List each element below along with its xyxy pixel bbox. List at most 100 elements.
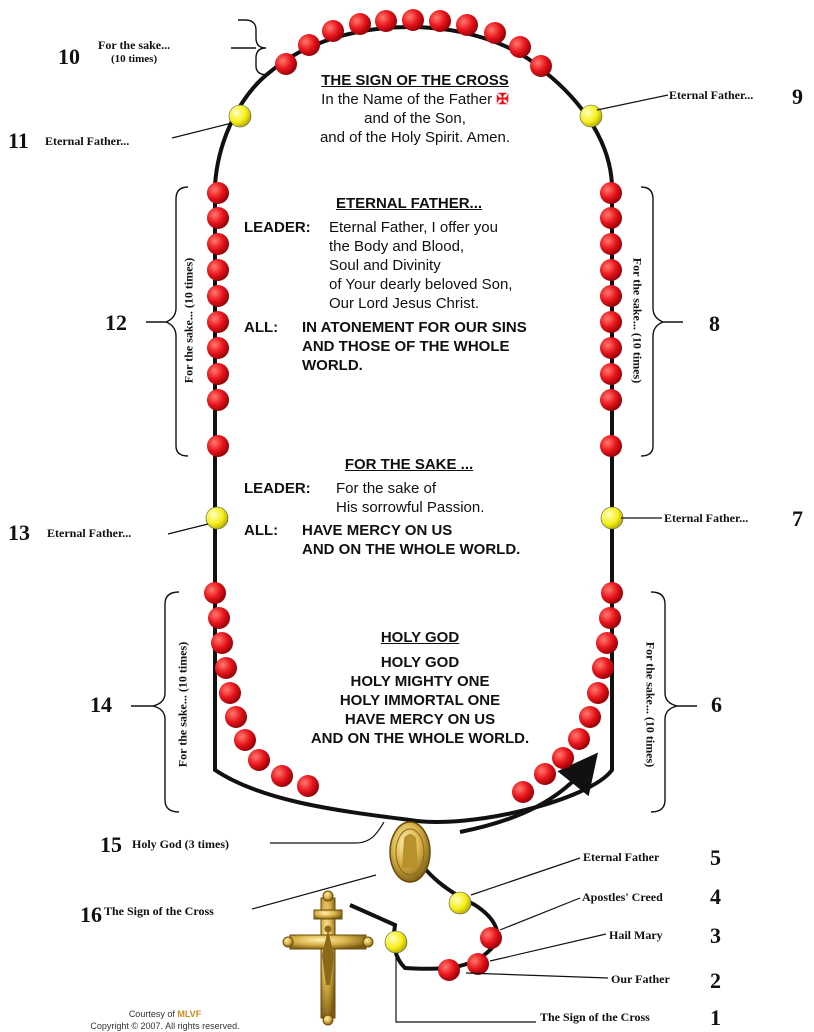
step-number-13: 13 [8,520,30,546]
red-bead [322,20,344,42]
red-bead [600,207,622,229]
red-bead [512,781,534,803]
prayer-line: HAVE MERCY ON US [270,710,570,729]
step-number-7: 7 [792,506,803,532]
brand-name: MLVF [177,1009,201,1019]
step-number-9: 9 [792,84,803,110]
prayer-line: and of the Son, [280,109,550,128]
red-bead [534,763,556,785]
red-bead [600,259,622,281]
step-number-15: 15 [100,832,122,858]
red-bead [587,682,609,704]
prayer-title: HOLY GOD [270,628,570,647]
red-bead [600,337,622,359]
prayer-title: FOR THE SAKE ... [244,455,574,474]
step-number-11: 11 [8,128,29,154]
prayer-line: AND ON THE WHOLE WORLD. [270,729,570,748]
red-bead [600,435,622,457]
red-bead [208,607,230,629]
red-bead [596,632,618,654]
red-bead [568,728,590,750]
red-bead [207,259,229,281]
red-bead [375,10,397,32]
cross-icon: ✠ [496,91,509,108]
yellow-bead [449,892,471,914]
label-eternal-father-5: Eternal Father [583,850,659,865]
prayer-holy-god: HOLY GOD HOLY GOD HOLY MIGHTY ONE HOLY I… [270,628,570,748]
prayer-for-the-sake: FOR THE SAKE ... LEADER: For the sake of… [244,455,574,559]
prayer-title: ETERNAL FATHER... [244,194,574,213]
prayer-line: IN ATONEMENT FOR OUR SINS [302,318,527,337]
prayer-line: Eternal Father, I offer you [329,218,512,237]
red-bead [592,657,614,679]
label-hail-mary-3: Hail Mary [609,928,663,943]
label-sign-cross-16: The Sign of the Cross [104,904,214,919]
yellow-bead [580,105,602,127]
miraculous-medal [390,822,430,882]
red-bead [207,363,229,385]
red-bead [456,14,478,36]
label-our-father-2: Our Father [611,972,670,987]
red-bead [509,36,531,58]
red-bead [207,337,229,359]
prayer-line: His sorrowful Passion. [336,498,484,517]
yellow-bead [206,507,228,529]
label-eternal-father-7: Eternal Father... [664,511,748,526]
label-for-sake-14: For the sake... (10 times) [176,630,191,780]
red-bead [599,607,621,629]
leader-label: LEADER: [244,479,336,517]
prayer-line: Soul and Divinity [329,256,512,275]
step-number-3: 3 [710,923,721,949]
step-number-12: 12 [105,310,127,336]
red-bead [600,363,622,385]
yellow-bead [601,507,623,529]
red-bead [271,765,293,787]
red-bead [600,311,622,333]
prayer-line: HAVE MERCY ON US [302,521,520,540]
red-bead [600,389,622,411]
label-eternal-father-9: Eternal Father... [669,88,753,103]
red-bead [219,682,241,704]
red-bead [298,34,320,56]
prayer-title: THE SIGN OF THE CROSS [280,71,550,90]
red-bead [207,207,229,229]
red-bead [211,632,233,654]
yellow-bead [229,105,251,127]
red-bead [402,9,424,31]
red-bead [207,311,229,333]
prayer-line: of Your dearly beloved Son, [329,275,512,294]
label-apostles-creed-4: Apostles' Creed [582,890,663,905]
step-number-10: 10 [58,44,80,70]
red-bead [579,706,601,728]
red-bead [207,389,229,411]
label-for-sake-8: For the sake... (10 times) [630,246,645,396]
red-bead [248,749,270,771]
red-bead [234,729,256,751]
red-bead [207,233,229,255]
prayer-line: WORLD. [302,356,527,375]
red-bead [349,13,371,35]
red-bead [207,182,229,204]
red-bead [438,959,460,981]
red-bead [215,657,237,679]
bead-group-left-upper [207,182,229,457]
step-number-2: 2 [710,968,721,994]
red-bead [207,285,229,307]
step-number-16: 16 [80,902,102,928]
label-for-sake-10: For the sake... (10 times) [98,38,170,66]
red-bead [207,435,229,457]
red-bead [484,22,506,44]
all-label: ALL: [244,318,302,375]
prayer-line: HOLY MIGHTY ONE [270,672,570,691]
credit: Courtesy of MLVF Copyright © 2007. All r… [40,1008,290,1032]
red-bead [429,10,451,32]
step-number-8: 8 [709,311,720,337]
red-bead [467,953,489,975]
prayer-line: and of the Holy Spirit. Amen. [280,128,550,147]
label-for-sake-6: For the sake... (10 times) [643,630,658,780]
yellow-bead [385,931,407,953]
prayer-line: AND ON THE WHOLE WORLD. [302,540,520,559]
label-holy-god-15: Holy God (3 times) [132,837,229,852]
step-number-4: 4 [710,884,721,910]
prayer-line: AND THOSE OF THE WHOLE [302,337,527,356]
